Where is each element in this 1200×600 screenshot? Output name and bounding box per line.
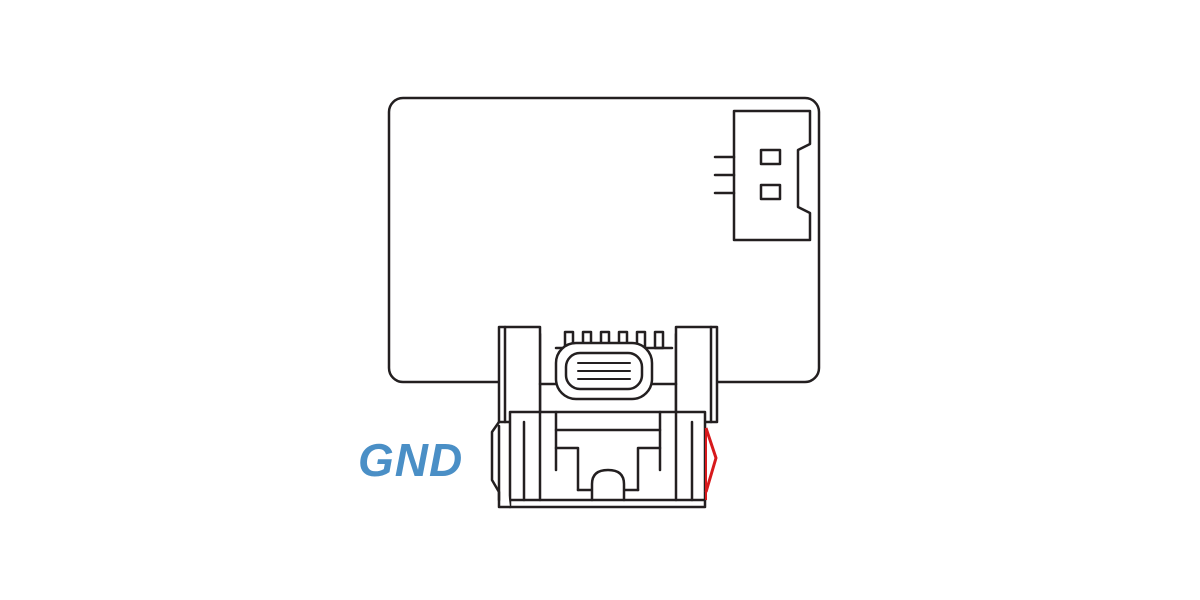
clip-body	[508, 410, 707, 509]
red-wire-mark	[704, 427, 718, 493]
usb-module	[490, 325, 719, 509]
usb-port-icon	[554, 341, 654, 401]
gnd-label: GND	[358, 434, 464, 486]
latch	[590, 468, 626, 502]
left-tab	[490, 420, 512, 509]
connector-icon	[713, 109, 812, 242]
